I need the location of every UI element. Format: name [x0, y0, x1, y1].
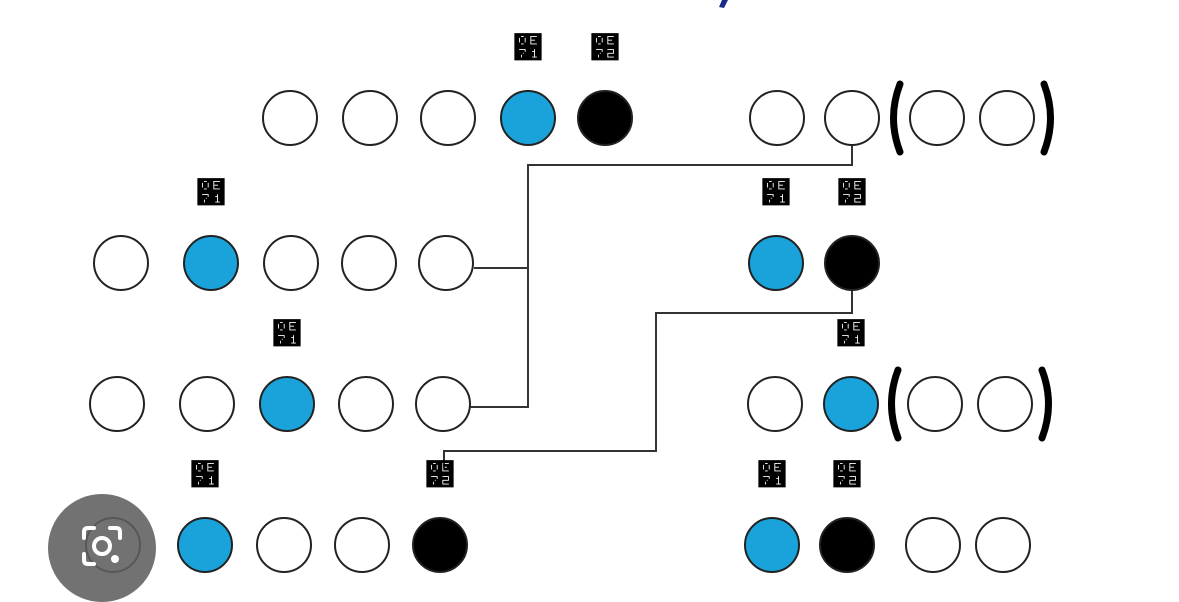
connector-row1-to-rows2-3 [470, 145, 853, 408]
row-1-left-mark-4: ๱ [513, 31, 543, 66]
row-1-bracketed-circle-2 [979, 90, 1035, 146]
row-4-left-mark-5: ๲ [425, 458, 455, 493]
row-4-left-mark-2: ๱ [190, 458, 220, 493]
circle-group [85, 90, 1035, 573]
row-3-right-circle-2 [823, 376, 879, 432]
row-4-left-circle-4 [334, 517, 390, 573]
mark-labels: ๱๲๱๱๲๱๱๱๲๱๲ [190, 31, 867, 493]
bracket-group [888, 80, 1054, 442]
row-2-left-circle-1 [93, 235, 149, 291]
row-4-right-circle-1 [744, 517, 800, 573]
connector-row2-to-row4 [443, 290, 853, 468]
row-1-right-circle-1 [749, 90, 805, 146]
row-1-open-bracket [890, 80, 904, 156]
row-1-left-circle-5 [577, 90, 633, 146]
row-3-left-circle-3 [259, 376, 315, 432]
row-1-close-bracket [1040, 80, 1054, 156]
row-2-right-circle-1 [748, 235, 804, 291]
row-1-left-mark-5: ๲ [590, 31, 620, 66]
row-3-bracketed-circle-2 [977, 376, 1033, 432]
row-1-left-circle-4 [500, 90, 556, 146]
row-3-left-circle-4 [338, 376, 394, 432]
row-1-left-circle-2 [342, 90, 398, 146]
row-2-left-circle-3 [263, 235, 319, 291]
row-2-right-mark-2: ๲ [837, 176, 867, 211]
row-1-left-circle-1 [262, 90, 318, 146]
connector-lines [443, 145, 853, 468]
lens-camera-icon [82, 526, 122, 566]
row-3-close-bracket [1038, 366, 1052, 442]
row-4-left-circle-5 [412, 517, 468, 573]
row-3-right-mark-2: ๱ [836, 317, 866, 352]
row-3-open-bracket [888, 366, 902, 442]
row-3-left-circle-1 [89, 376, 145, 432]
row-4-right-circle-2 [819, 517, 875, 573]
row-4-right-circle-3 [905, 517, 961, 573]
row-4-right-circle-4 [975, 517, 1031, 573]
row-1-left-circle-3 [420, 90, 476, 146]
row-2-left-mark-2: ๱ [196, 176, 226, 211]
row-2-right-mark-1: ๱ [761, 176, 791, 211]
row-3-left-circle-2 [179, 376, 235, 432]
row-4-left-circle-2 [177, 517, 233, 573]
row-2-right-circle-2 [824, 235, 880, 291]
row-3-right-circle-1 [747, 376, 803, 432]
row-4-left-circle-3 [256, 517, 312, 573]
row-4-right-mark-1: ๱ [757, 458, 787, 493]
row-3-left-mark-3: ๱ [272, 317, 302, 352]
row-2-left-circle-5 [418, 235, 474, 291]
lens-search-button[interactable] [48, 494, 156, 602]
row-1-bracketed-circle-1 [909, 90, 965, 146]
row-2-left-circle-2 [183, 235, 239, 291]
row-3-bracketed-circle-1 [907, 376, 963, 432]
row-4-right-mark-2: ๲ [832, 458, 862, 493]
row-1-right-circle-2 [824, 90, 880, 146]
header-fragment [719, 0, 728, 8]
row-2-left-circle-4 [341, 235, 397, 291]
row-3-left-circle-5 [415, 376, 471, 432]
